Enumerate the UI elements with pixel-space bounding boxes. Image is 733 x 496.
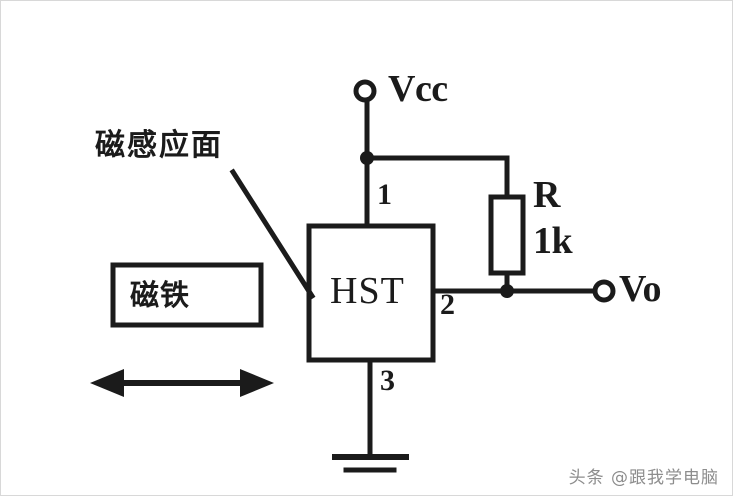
sensing-face-label: 磁感应面 (95, 128, 223, 163)
motion-double-arrow-icon (90, 369, 274, 397)
junction-dot-vcc (360, 151, 374, 165)
pin1-label: 1 (377, 178, 392, 211)
hst-ic-label: HST (330, 270, 405, 312)
resistor-body (488, 194, 526, 276)
resistor-value-label: 1k (533, 220, 573, 262)
magnet-label: 磁铁 (130, 278, 191, 312)
vo-label: Vo (619, 268, 661, 310)
vo-terminal-circle (592, 279, 616, 303)
watermark-text: 头条 @跟我学电脑 (568, 468, 719, 488)
magnet-box (110, 262, 264, 328)
junction-dot-vo (500, 284, 514, 298)
leader-line-sensing-face (229, 168, 316, 300)
vcc-terminal-circle (353, 79, 377, 103)
pin3-label: 3 (380, 364, 395, 397)
pin2-label: 2 (440, 288, 455, 321)
vcc-label: Vcc (388, 68, 448, 110)
resistor-name-label: R (533, 174, 560, 216)
